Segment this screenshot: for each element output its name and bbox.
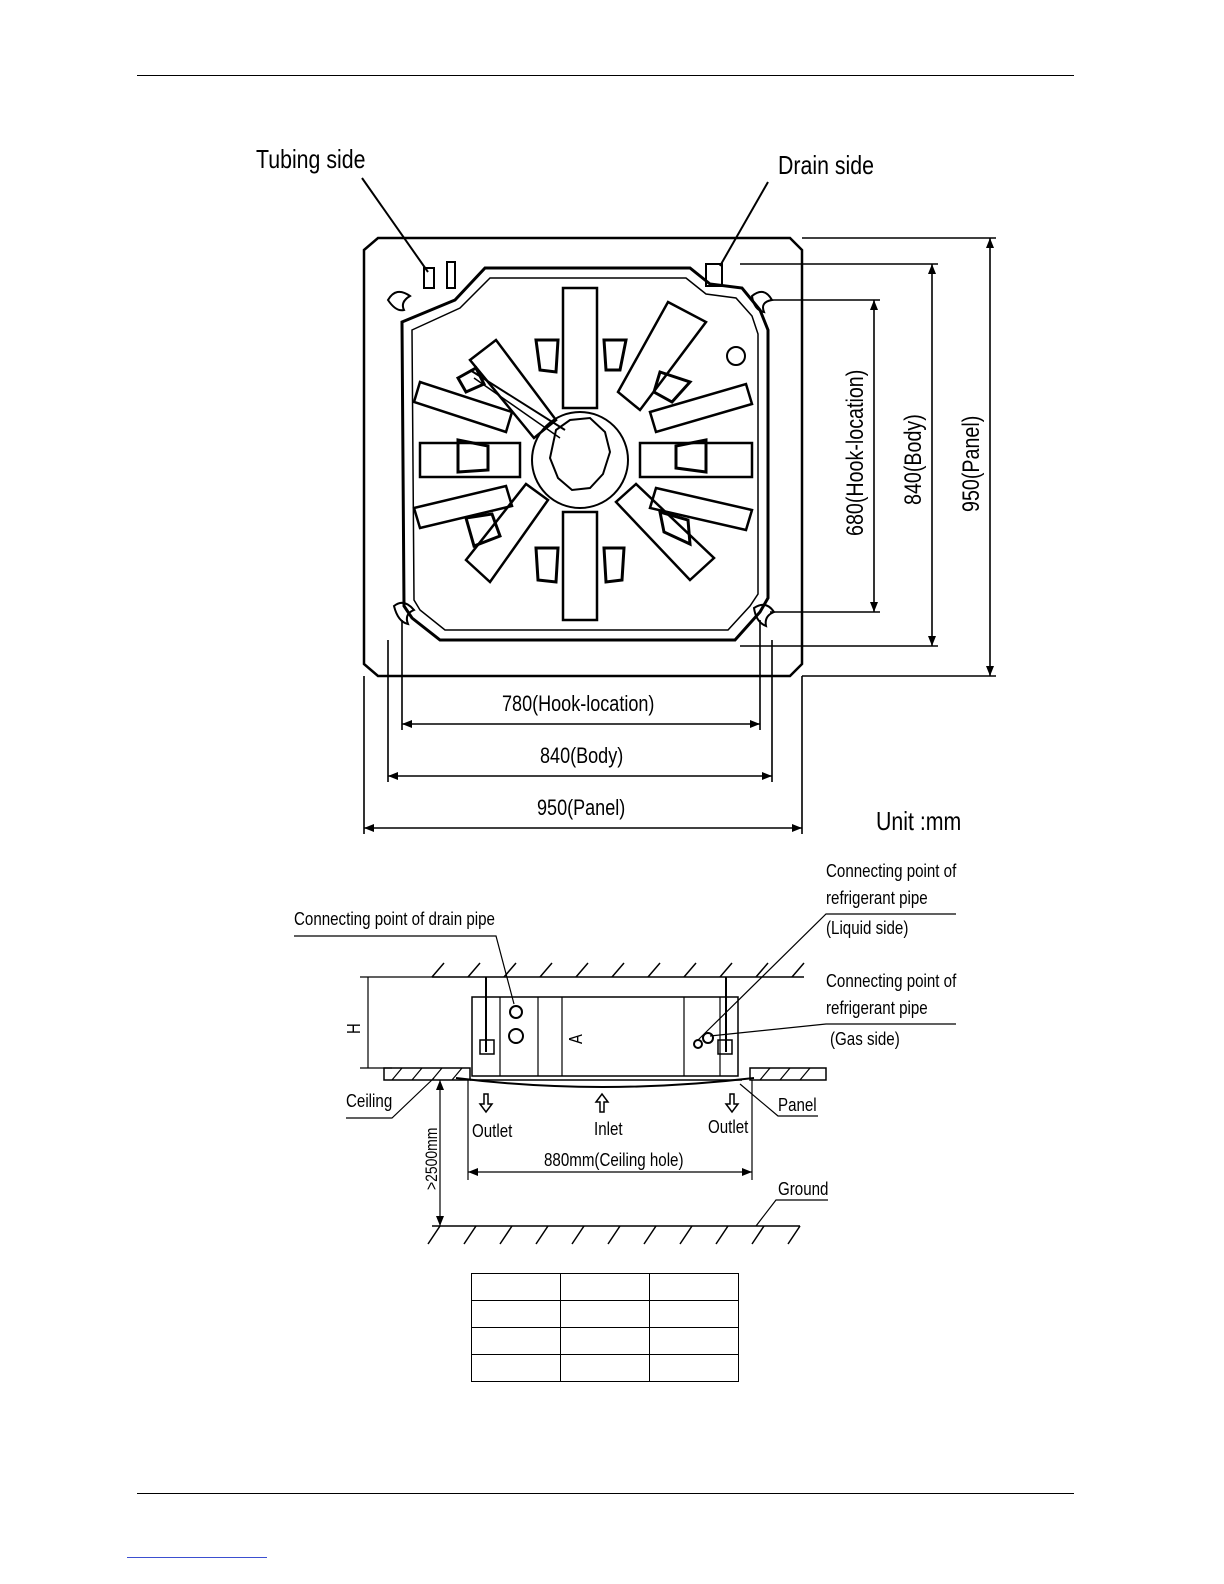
table-cell <box>649 1354 739 1382</box>
drain-stub <box>705 263 723 287</box>
table-cell <box>471 1327 561 1355</box>
side-view-drawing <box>294 913 956 1245</box>
body-outline <box>400 266 770 642</box>
inlet-label: Inlet <box>594 1119 623 1139</box>
spoke <box>614 482 716 582</box>
spoke <box>638 441 754 479</box>
footer-rule <box>137 1493 1074 1494</box>
outlet-right-label: Outlet <box>708 1117 749 1137</box>
dim-panel-horizontal: 950(Panel) <box>537 795 626 820</box>
header-rule <box>137 75 1074 76</box>
gas-line2: refrigerant pipe <box>826 998 928 1018</box>
dimension-table <box>471 1273 739 1382</box>
dim-hook-horizontal: 780(Hook-location) <box>502 691 655 716</box>
drain-side-label: Drain side <box>778 150 874 180</box>
table-cell <box>471 1300 561 1328</box>
table-cell <box>560 1354 650 1382</box>
liquid-line2: refrigerant pipe <box>826 888 928 908</box>
tubing-leader <box>361 177 429 273</box>
unit-body <box>471 996 739 1077</box>
panel-outline <box>362 236 804 678</box>
outlet-arrow-right <box>724 1093 740 1114</box>
ground-label: Ground <box>778 1179 829 1199</box>
ceiling-right <box>749 1067 827 1081</box>
table-row <box>471 1300 739 1328</box>
a-label: A <box>566 1034 586 1044</box>
liquid-line1: Connecting point of <box>826 861 957 881</box>
table-cell <box>649 1327 739 1355</box>
top-view-drawing <box>361 177 996 834</box>
inlet-arrow <box>594 1092 610 1113</box>
drain-point-label: Connecting point of drain pipe <box>294 909 495 929</box>
liquid-connector <box>693 1039 703 1049</box>
table-cell <box>649 1300 739 1328</box>
table-cell <box>560 1300 650 1328</box>
gas-line3: (Gas side) <box>830 1029 900 1049</box>
unit-label: Unit :mm <box>876 806 962 836</box>
spoke <box>648 382 754 434</box>
drain-hole <box>726 346 746 366</box>
hook <box>750 290 774 314</box>
pockets <box>455 338 708 584</box>
table-cell <box>471 1273 561 1301</box>
ceiling-label: Ceiling <box>346 1091 393 1111</box>
spoke <box>648 486 754 532</box>
hooks <box>386 290 776 628</box>
gas-connector <box>702 1032 714 1044</box>
v-dimensions <box>740 237 996 677</box>
dim-body-horizontal: 840(Body) <box>540 743 624 768</box>
footer-link-underline <box>127 1557 267 1558</box>
gas-line1: Connecting point of <box>826 971 957 991</box>
drain-leader <box>719 181 769 267</box>
spoke <box>412 484 514 530</box>
hook <box>392 601 416 626</box>
outlet-left-label: Outlet <box>472 1121 513 1141</box>
table-row <box>471 1273 739 1301</box>
spoke <box>561 510 599 622</box>
spoke <box>464 482 550 584</box>
arrowheads <box>364 238 994 832</box>
height-min-label: >2500mm <box>422 1127 441 1190</box>
tubing-stub <box>446 261 456 289</box>
tubing-stub <box>423 267 435 289</box>
hub-circle <box>531 411 629 509</box>
panel-label: Panel <box>778 1095 817 1115</box>
table-row <box>471 1354 739 1382</box>
spokes <box>412 286 754 622</box>
hub-shape <box>548 416 612 492</box>
hook <box>752 603 776 628</box>
table-cell <box>560 1327 650 1355</box>
hook <box>386 290 412 312</box>
slab-hatch <box>431 962 805 978</box>
spoke <box>412 380 514 434</box>
panel-curve <box>455 1077 755 1088</box>
tubing-side-label: Tubing side <box>256 144 366 174</box>
drain-connector <box>509 1005 523 1019</box>
table-cell <box>560 1273 650 1301</box>
spoke <box>418 441 522 479</box>
spoke <box>616 300 708 412</box>
table-row <box>471 1327 739 1355</box>
table-cell <box>471 1354 561 1382</box>
table-cell <box>649 1273 739 1301</box>
tubing-line <box>469 369 566 431</box>
h-label: H <box>344 1023 364 1034</box>
h-dimensions <box>363 620 803 834</box>
outlet-arrow-left <box>478 1093 494 1114</box>
liquid-line3: (Liquid side) <box>826 918 909 938</box>
spoke <box>561 286 599 410</box>
ceiling-hole-label: 880mm(Ceiling hole) <box>544 1150 684 1170</box>
